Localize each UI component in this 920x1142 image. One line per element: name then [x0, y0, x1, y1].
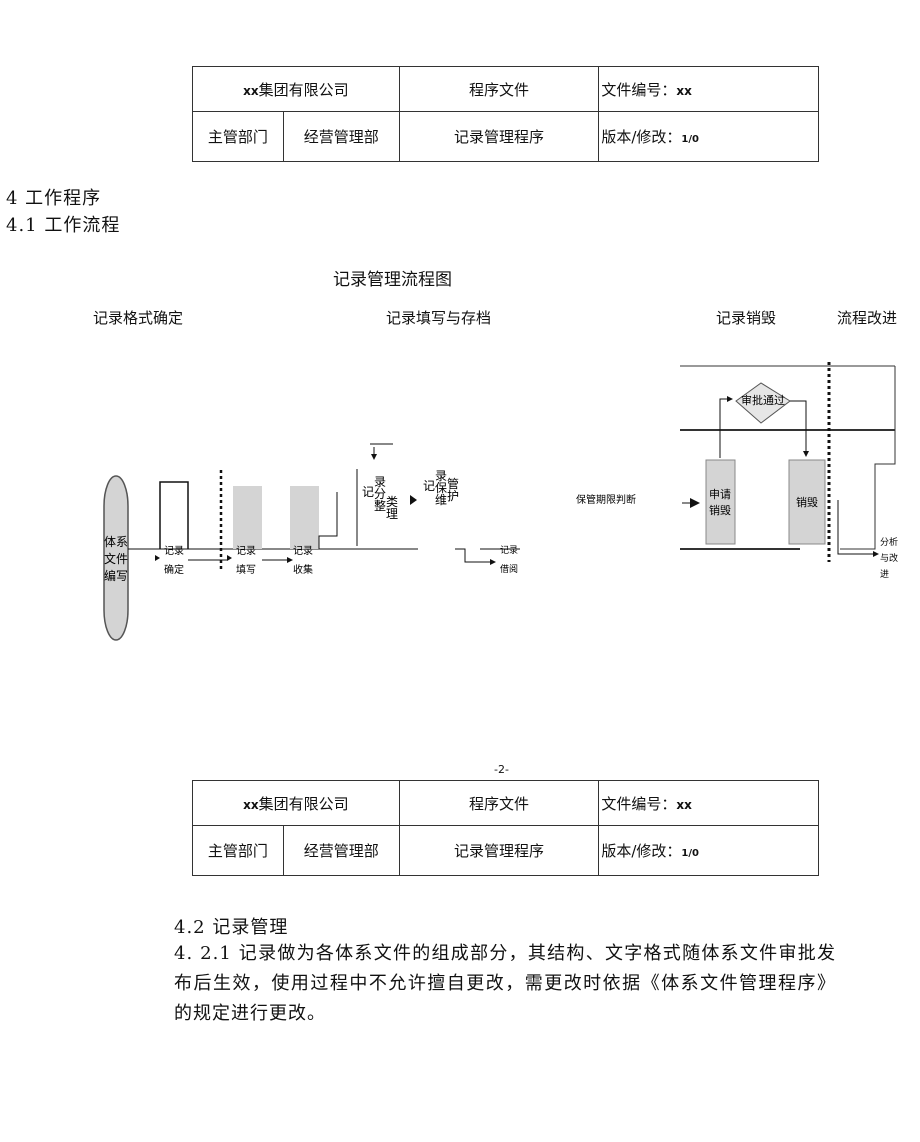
borrow-label-2: 借阅 — [500, 563, 518, 575]
doc-number-cell: 文件编号：xx — [598, 66, 819, 112]
classify-col3-char: 理 — [386, 507, 398, 521]
paragraph-4-2-1: 4. 2.1 记录做为各体系文件的组成部分，其结构、文字格式随体系文件审批发布后… — [174, 943, 836, 1024]
doc-number-cell-2: 文件编号：xx — [598, 780, 819, 826]
destroy-box — [788, 459, 826, 545]
doc-number-label-2: 文件编号： — [601, 794, 677, 813]
classify-col2-char: 录 — [374, 475, 386, 489]
company-prefix: xx — [243, 83, 259, 98]
procedure-name-cell: 记录管理程序 — [398, 111, 600, 162]
classify-col3-char: 类 — [386, 495, 398, 509]
dept-value-cell: 经营管理部 — [282, 111, 400, 162]
classify-col2-char: 分 — [374, 487, 386, 501]
version-value-2: 1/0 — [681, 848, 699, 859]
maint-col2-char: 保 — [435, 481, 447, 495]
company-cell-2: xx集团有限公司 — [192, 780, 400, 826]
document-header-1: xx集团有限公司 程序文件 文件编号：xx 主管部门 经营管理部 记录管理程序 … — [192, 66, 819, 162]
classify-col2-char: 整 — [374, 498, 386, 513]
doc-number-value-2: xx — [676, 797, 692, 812]
arrow-fill — [227, 555, 232, 561]
analysis-line-2: 与改 — [880, 552, 898, 564]
apply-destroy-box — [705, 459, 736, 545]
doc-number-label: 文件编号： — [601, 80, 677, 99]
arrow-confirm — [155, 555, 160, 561]
collect-box — [290, 486, 319, 549]
collect-connector — [318, 492, 338, 549]
section-4-2-heading: 4.2 记录管理 — [174, 917, 289, 938]
approval-to-destroy — [790, 400, 809, 457]
retention-label: 保管期限判断 — [576, 493, 636, 506]
approval-label: 审批通过 — [741, 393, 785, 407]
start-label: 体系文件编写 — [104, 535, 128, 583]
section-4-heading: 4 工作程序 — [6, 188, 102, 209]
dept-label-cell-2: 主管部门 — [192, 825, 284, 876]
version-label-2: 版本/修改： — [601, 842, 682, 860]
analysis-label: 分析 与改 进 — [880, 536, 901, 580]
maint-col2-char: 维 — [435, 493, 447, 507]
collect-label-1: 记录 — [293, 545, 313, 557]
company-prefix-2: xx — [243, 797, 259, 812]
maint-col3-char: 管 — [447, 476, 459, 491]
arrow-maintain — [410, 495, 417, 505]
borrow-label-1: 记录 — [500, 545, 518, 556]
confirm-pulse — [159, 481, 189, 549]
apply-destroy-label-2: 销毁 — [709, 503, 731, 517]
apply-to-approval — [719, 396, 733, 458]
borrow-connector — [455, 548, 496, 565]
maint-col2-char: 录 — [435, 469, 447, 483]
confirm-label-2: 确定 — [164, 563, 184, 576]
analysis-line-1: 分析 — [880, 536, 898, 548]
version-label: 版本/修改： — [601, 128, 682, 146]
classify-col1: 记 — [362, 485, 374, 499]
start-ellipse — [103, 475, 129, 641]
section-4-1-heading: 4.1 工作流程 — [6, 215, 121, 236]
company-name: 集团有限公司 — [258, 80, 349, 99]
fill-box — [233, 486, 262, 549]
version-cell-2: 版本/修改：1/0 — [598, 825, 819, 876]
document-header-2: xx集团有限公司 程序文件 文件编号：xx 主管部门 经营管理部 记录管理程序 … — [192, 780, 819, 876]
lane-label-fill-archive: 记录填写与存档 — [386, 309, 492, 327]
company-name-2: 集团有限公司 — [258, 794, 349, 813]
dept-label-cell: 主管部门 — [192, 111, 284, 162]
doc-number-value: xx — [676, 83, 692, 98]
lane-label-destroy: 记录销毁 — [716, 309, 777, 327]
apply-destroy-label-1: 申请 — [709, 488, 731, 501]
company-cell: xx集团有限公司 — [192, 66, 400, 112]
lane-right-outline — [840, 366, 896, 550]
analysis-line-3: 进 — [880, 569, 889, 580]
classify-label: 记 录分整 类理 — [362, 475, 398, 521]
doc-type-cell: 程序文件 — [398, 66, 600, 112]
procedure-name-cell-2: 记录管理程序 — [398, 825, 600, 876]
maint-col1: 记 — [423, 479, 435, 493]
confirm-label-1: 记录 — [164, 545, 184, 557]
destroy-label: 销毁 — [796, 495, 818, 509]
to-analysis-arrow — [837, 500, 879, 557]
fill-label-1: 记录 — [236, 545, 256, 557]
flow-diagram: 体系文件编写 记录 确定 记录 填写 记录 收集 记 录分整 类理 记 录保维 … — [103, 362, 901, 641]
lane-label-format: 记录格式确定 — [93, 309, 184, 327]
collect-label-2: 收集 — [293, 563, 313, 576]
version-cell: 版本/修改：1/0 — [598, 111, 819, 162]
fill-label-2: 填写 — [236, 563, 256, 576]
maint-col3-char: 护 — [447, 489, 459, 503]
dept-value-cell-2: 经营管理部 — [282, 825, 400, 876]
maintain-label: 记 录保维 管护 — [423, 469, 459, 507]
diagram-title: 记录管理流程图 — [333, 270, 452, 290]
page-number: -2- — [494, 763, 509, 776]
lane-label-improve: 流程改进 — [837, 309, 898, 327]
version-value: 1/0 — [681, 134, 699, 145]
doc-type-cell-2: 程序文件 — [398, 780, 600, 826]
